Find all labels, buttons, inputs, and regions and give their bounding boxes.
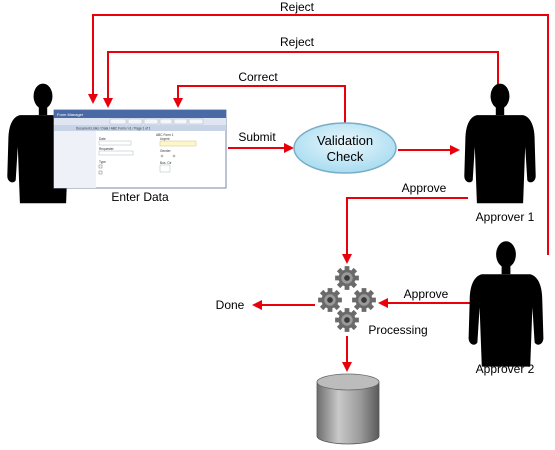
svg-text:Type: Type (99, 160, 106, 164)
reject-top-arrow (88, 14, 549, 255)
processing-label: Processing (368, 323, 427, 337)
correct-arrow (173, 85, 346, 123)
svg-text:Urgent: Urgent (160, 137, 170, 141)
submit-label: Submit (238, 130, 276, 144)
done-label: Done (216, 298, 245, 312)
form-window-icon: Form Manager Document Links / Data / ABC… (53, 109, 227, 189)
approver-1-label: Approver 1 (476, 210, 535, 224)
svg-text:ABC Form 1: ABC Form 1 (156, 133, 174, 137)
svg-text:Date: Date (99, 137, 106, 141)
form-window-title: Form Manager (57, 112, 84, 117)
reject-second-arrow (103, 51, 499, 108)
approver-2-person-icon (468, 241, 544, 367)
reject-second-label: Reject (280, 35, 315, 49)
enter-data-label: Enter Data (111, 190, 169, 204)
gears-icon (318, 266, 376, 332)
approve-2-label: Approve (404, 287, 449, 301)
approve-1-label: Approve (402, 181, 447, 195)
form-window-tabs: Document Links / Data / ABC Form / v1 / … (76, 127, 151, 131)
validation-check-node: Validation Check (293, 122, 397, 174)
svg-text:Requester: Requester (99, 147, 115, 151)
approve-1-arrow (342, 197, 468, 264)
validation-label-line2: Check (327, 149, 364, 164)
svg-text:Bus. Ctr: Bus. Ctr (160, 161, 172, 165)
database-icon (316, 373, 380, 445)
svg-text:Gender: Gender (160, 149, 172, 153)
approver-1-person-icon (464, 83, 536, 204)
reject-top-label: Reject (280, 0, 315, 14)
validation-label-line1: Validation (317, 133, 373, 148)
correct-label: Correct (238, 70, 278, 84)
